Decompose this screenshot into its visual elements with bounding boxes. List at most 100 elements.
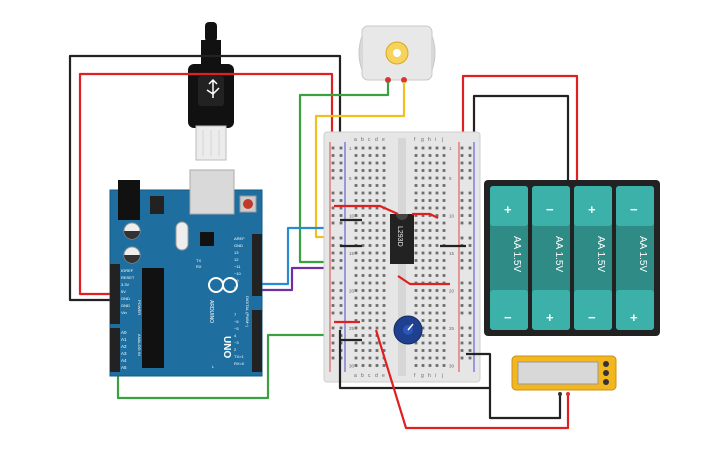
breadboard-column-label: a xyxy=(354,137,357,143)
breadboard-column-label: e xyxy=(382,137,385,143)
arduino-pin-labels: IOREFRESET3.3V5VGNDGNDVinA0A1A2A3A4A5ARE… xyxy=(121,236,245,370)
breadboard-row-label: 1 xyxy=(349,146,352,151)
battery-terminal-top: + xyxy=(588,202,596,217)
breadboard-row-label: 15 xyxy=(449,251,455,256)
battery-terminal-bottom: − xyxy=(504,310,512,325)
breadboard-column-label: f xyxy=(414,137,416,143)
arduino-pin-label: 8 xyxy=(234,285,237,290)
arduino-pin-label: ~11 xyxy=(234,264,241,269)
arduino-uno[interactable]: UNO ARDUINO POWER ANALOG IN DIGITAL (PWM… xyxy=(109,169,263,377)
arduino-pin-label: 7 xyxy=(234,312,237,317)
breadboard-row-label: 20 xyxy=(449,289,455,294)
arduino-pin-label: A5 xyxy=(121,365,127,370)
tx-label: TX xyxy=(196,258,201,263)
arduino-pin-label: ~3 xyxy=(234,340,239,345)
multimeter-port-icon[interactable] xyxy=(603,379,609,385)
digital-header-bottom xyxy=(252,310,262,372)
battery-cell-label: AA 1.5V xyxy=(637,236,648,272)
breadboard-column-label: h xyxy=(428,137,431,143)
battery-cells: AA 1.5V+−AA 1.5V−+AA 1.5V+−AA 1.5V−+ xyxy=(490,186,654,330)
arduino-pin-label: RESET xyxy=(121,275,135,280)
battery-cell-label: AA 1.5V xyxy=(553,236,564,272)
battery-terminal-bottom: + xyxy=(630,310,638,325)
arduino-pin-label: TX>1 xyxy=(234,354,244,359)
arduino-pin-label: A2 xyxy=(121,344,127,349)
wire-red-pot xyxy=(374,329,570,430)
breadboard-column-label: c xyxy=(368,137,371,143)
breadboard-row-label: 10 xyxy=(349,214,355,219)
wire-purple-pin10 xyxy=(256,266,352,292)
arduino-pin-label: A4 xyxy=(121,358,127,363)
wires-front xyxy=(334,204,570,430)
arduino-pin-label: RX<0 xyxy=(234,361,245,366)
barrel-jack xyxy=(118,180,140,220)
breadboard-row-label: 30 xyxy=(449,364,455,369)
wire-black-mm xyxy=(338,330,562,420)
arduino-pin-label: GND xyxy=(121,303,130,308)
power-header xyxy=(110,264,120,324)
digital-header-top xyxy=(252,234,262,296)
breadboard-column-label: d xyxy=(375,137,378,143)
wire-red-5v xyxy=(78,72,334,296)
arduino-pin-label: A0 xyxy=(121,330,127,335)
breadboard-row-label: 30 xyxy=(349,364,355,369)
usb-port xyxy=(189,169,235,215)
breadboard-column-label: b xyxy=(361,373,364,379)
battery-terminal-bottom: − xyxy=(588,310,596,325)
arduino-logo-icon xyxy=(208,277,238,293)
arduino-pin-label: Vin xyxy=(121,310,127,315)
arduino-pin-label: 3.3V xyxy=(121,282,130,287)
breadboard-column-label: g xyxy=(421,373,424,379)
arduino-pin-label: A1 xyxy=(121,337,127,342)
wire-green-motor xyxy=(298,82,390,264)
breadboard-row-label: 1 xyxy=(449,146,452,151)
arduino-pin-label: ~6 xyxy=(234,319,239,324)
breadboard-row-label: 10 xyxy=(449,214,455,219)
arduino-pin-label: GND xyxy=(234,243,243,248)
multimeter-port-icon[interactable] xyxy=(603,361,609,367)
breadboard-column-label: h xyxy=(428,373,431,379)
arduino-pin-label: AREF xyxy=(234,236,245,241)
breadboard-row-label: 25 xyxy=(449,326,455,331)
breadboard-column-label: e xyxy=(382,373,385,379)
breadboard-column-label: j xyxy=(441,373,443,379)
battery-cell-label: AA 1.5V xyxy=(595,236,606,272)
multimeter-port-icon[interactable] xyxy=(603,370,609,376)
battery-pack[interactable]: AA 1.5V+−AA 1.5V−+AA 1.5V+−AA 1.5V−+ xyxy=(484,180,660,336)
wire-red-1 xyxy=(334,204,399,216)
arduino-pin-label: A3 xyxy=(121,351,127,356)
breadboard-column-label: f xyxy=(414,373,416,379)
rx-label: RX xyxy=(196,264,202,269)
wire-red-2 xyxy=(412,212,439,219)
arduino-pin-label: 13 xyxy=(234,250,239,255)
battery-cell: AA 1.5V + − xyxy=(574,186,612,330)
battery-terminal-bottom: + xyxy=(546,310,554,325)
battery-cell: AA 1.5V−+ xyxy=(616,186,654,330)
breadboard-row-label: 20 xyxy=(349,289,355,294)
potentiometer[interactable] xyxy=(393,315,423,345)
arduino-pin-label: ~9 xyxy=(234,278,239,283)
breadboard-row-label: 5 xyxy=(349,176,352,181)
breadboard-column-label: j xyxy=(441,137,443,143)
multimeter[interactable] xyxy=(511,355,617,396)
breadboard-row-label: 15 xyxy=(349,251,355,256)
battery-terminal-top: + xyxy=(504,202,512,217)
arduino-pin-label: ~10 xyxy=(234,271,242,276)
analog-label: ANALOG IN xyxy=(137,334,142,356)
arduino-pin-label: GND xyxy=(121,296,130,301)
chip-label: L293D xyxy=(396,226,403,247)
l293d-chip[interactable]: L293D xyxy=(390,214,414,264)
breadboard-row-label: 25 xyxy=(349,326,355,331)
breadboard-column-label: g xyxy=(421,137,424,143)
breadboard-row-label: 5 xyxy=(449,176,452,181)
wire-black-battery xyxy=(472,94,570,185)
usb-cable xyxy=(188,22,234,161)
arduino-model-text: UNO xyxy=(221,336,232,358)
reset-button-cap[interactable] xyxy=(243,199,253,209)
dc-motor[interactable] xyxy=(358,25,436,83)
arduino-pin-label: IOREF xyxy=(121,268,134,273)
analog-header xyxy=(110,328,120,372)
